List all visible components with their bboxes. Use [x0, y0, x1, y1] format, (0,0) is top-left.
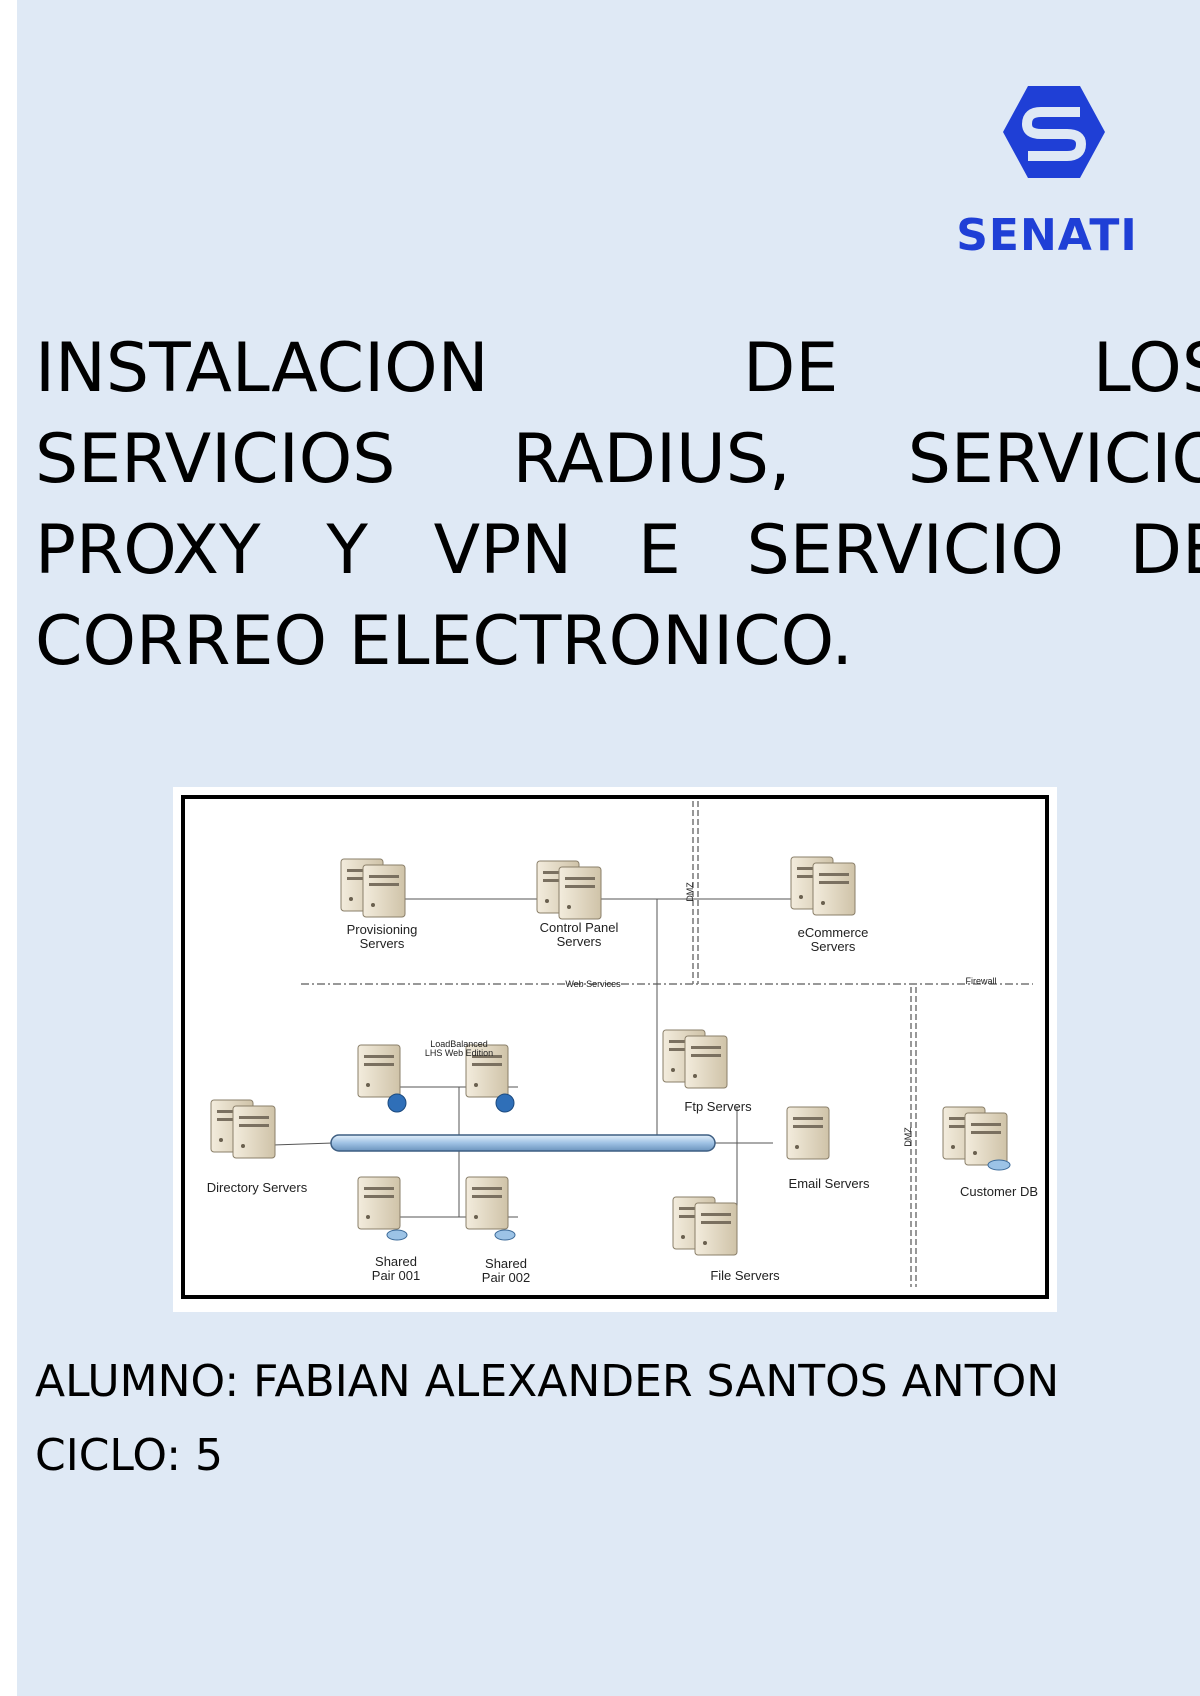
title-word: DE — [743, 329, 839, 408]
control-panel-label-2: Servers — [557, 934, 602, 949]
shared-pair-001-label-2: Pair 001 — [372, 1268, 420, 1283]
database-icon — [494, 1229, 516, 1241]
directory-servers-icon — [211, 1100, 275, 1158]
title-word: INSTALACION — [35, 329, 489, 408]
ecommerce-servers-icon — [791, 857, 855, 915]
provisioning-label-2: Servers — [360, 936, 405, 951]
shared-pair-002-icon — [465, 1176, 509, 1230]
globe-icon — [495, 1093, 515, 1113]
dmz-label-lower: DMZ — [903, 1127, 913, 1147]
title-word: SERVICIO — [907, 420, 1200, 499]
file-servers-icon — [673, 1197, 737, 1255]
student-name: ALUMNO: FABIAN ALEXANDER SANTOS ANTON — [35, 1356, 1060, 1407]
title-word: VPN — [433, 511, 573, 590]
customer-db-icon — [943, 1107, 1007, 1165]
title-line-4: CORREO ELECTRONICO. — [35, 602, 853, 681]
ftp-servers-icon — [663, 1030, 727, 1088]
provisioning-label: Provisioning — [347, 922, 418, 937]
senati-hexagon-icon — [1003, 86, 1105, 178]
email-label: Email Servers — [789, 1176, 870, 1191]
web-services-label: Web Services — [565, 979, 621, 989]
database-icon — [987, 1159, 1011, 1171]
control-panel-servers-icon — [537, 861, 601, 919]
control-panel-label: Control Panel — [540, 920, 619, 935]
title-word: LOS — [1092, 329, 1200, 408]
shared-pair-002-label: Shared — [485, 1256, 527, 1271]
diagram-frame — [181, 795, 1049, 1299]
customer-db-label: Customer DB — [960, 1184, 1038, 1199]
database-icon — [386, 1229, 408, 1241]
cycle-label: CICLO: 5 — [35, 1430, 224, 1481]
loadbalanced-label: LoadBalanced — [430, 1039, 488, 1049]
link-line — [272, 1142, 334, 1146]
title-line-1: INSTALACION DE LOS — [35, 323, 1200, 414]
provisioning-servers-icon — [341, 859, 405, 917]
firewall-label: Firewall — [965, 976, 996, 986]
cover-page: SENATI INSTALACION DE LOS SERVICIOS RADI… — [17, 0, 1200, 1696]
ftp-label: Ftp Servers — [684, 1099, 752, 1114]
title-word: SERVICIOS — [35, 420, 396, 499]
title-word: SERVICIO — [746, 511, 1064, 590]
title-word: DE — [1129, 511, 1200, 590]
shared-pair-002-label-2: Pair 002 — [482, 1270, 530, 1285]
document-title: INSTALACION DE LOS SERVICIOS RADIUS, SER… — [35, 323, 1200, 687]
network-bus — [330, 1134, 716, 1152]
network-diagram: Provisioning Servers Control Panel Serve… — [173, 787, 1057, 1312]
dmz-label: DMZ — [685, 882, 695, 902]
ecommerce-label: eCommerce — [798, 925, 869, 940]
ecommerce-label-2: Servers — [811, 939, 856, 954]
title-word: RADIUS, — [512, 420, 791, 499]
title-word: E — [637, 511, 681, 590]
directory-label: Directory Servers — [207, 1180, 308, 1195]
title-word: Y — [326, 511, 368, 590]
loadbalanced-label-2: LHS Web Edition — [425, 1048, 493, 1058]
shared-pair-001-icon — [357, 1176, 401, 1230]
senati-logo-text: SENATI — [956, 210, 1138, 261]
web-server-1-icon — [357, 1044, 401, 1098]
title-line-2: SERVICIOS RADIUS, SERVICIO — [35, 414, 1200, 505]
senati-logo: SENATI — [947, 76, 1147, 261]
globe-icon — [387, 1093, 407, 1113]
file-servers-label: File Servers — [710, 1268, 780, 1283]
shared-pair-001-label: Shared — [375, 1254, 417, 1269]
email-servers-icon — [786, 1106, 830, 1160]
title-line-3: PROXY Y VPN E SERVICIO DE — [35, 505, 1200, 596]
title-word: PROXY — [35, 511, 261, 590]
network-diagram-svg: Provisioning Servers Control Panel Serve… — [181, 795, 1049, 1299]
